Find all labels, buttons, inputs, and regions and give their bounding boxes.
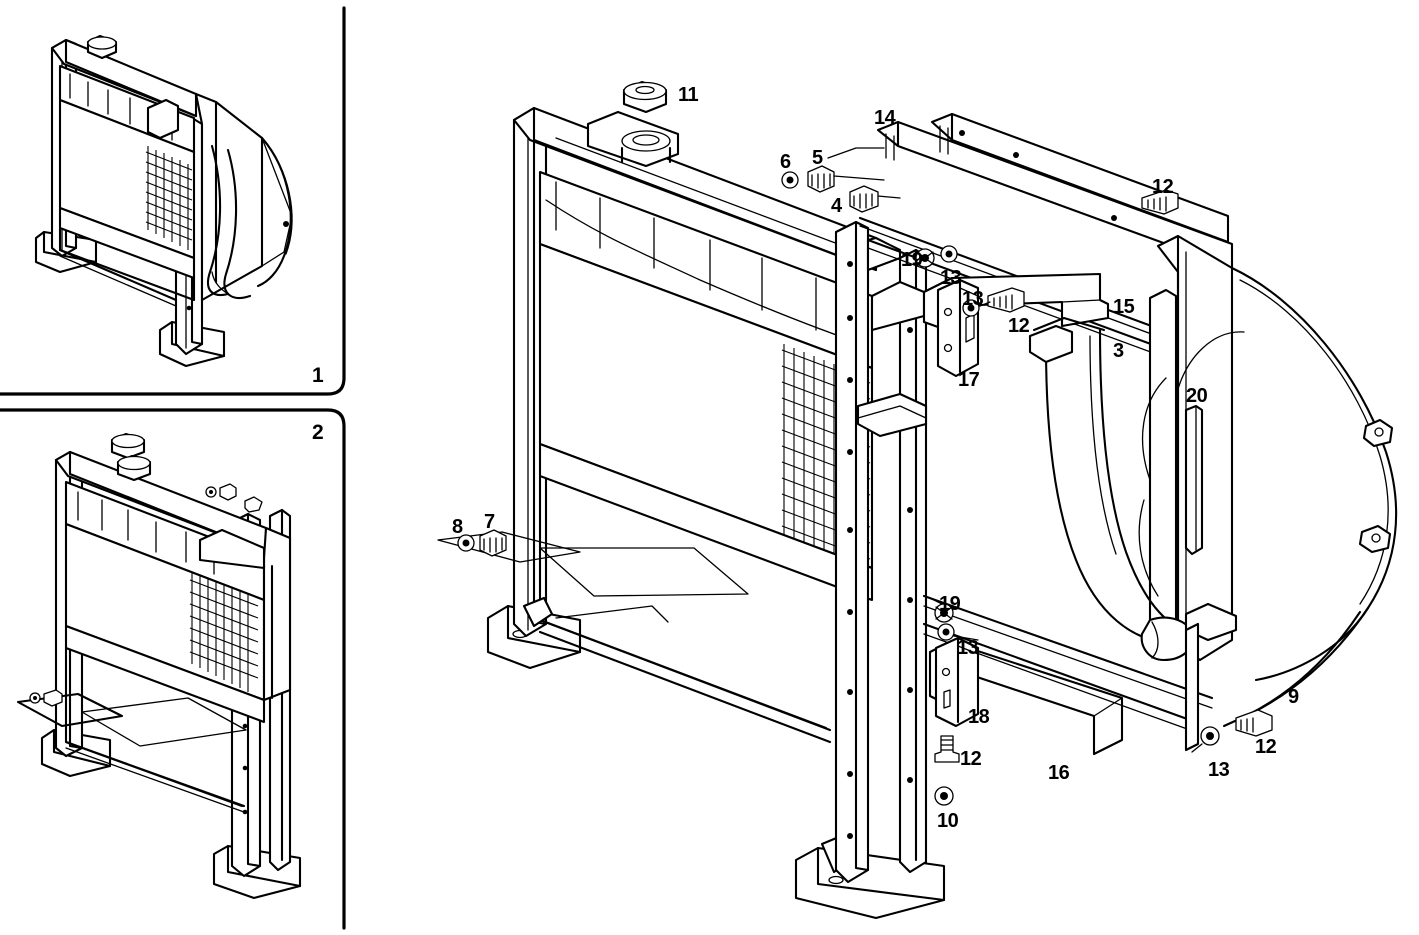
upper-support-bar xyxy=(876,120,1234,270)
screw-7 xyxy=(479,529,507,557)
callout-13-lower: 13 xyxy=(957,637,979,659)
callout-18: 18 xyxy=(968,706,990,728)
callout-8: 8 xyxy=(452,516,463,538)
callout-13-mid: 13 xyxy=(962,288,984,310)
callout-19-upper: 19 xyxy=(901,249,923,271)
callout-12-upper-right: 12 xyxy=(1152,176,1174,198)
right-post-outer xyxy=(898,248,928,874)
callout-16: 16 xyxy=(1048,762,1070,784)
callout-3: 3 xyxy=(1113,340,1124,362)
screw-4 xyxy=(849,185,879,213)
callout-12-bottom-right: 12 xyxy=(1255,736,1277,758)
callout-12-mid: 12 xyxy=(1008,315,1030,337)
callout-17: 17 xyxy=(958,369,980,391)
callout-13-upper: 13 xyxy=(940,267,962,289)
callout-15: 15 xyxy=(1113,296,1135,318)
right-post-inner xyxy=(834,220,870,884)
callout-13-bottom: 13 xyxy=(1208,759,1230,781)
lower-hose-left xyxy=(1044,344,1168,644)
bolt-12-bottom-right xyxy=(1235,709,1273,737)
callout-14: 14 xyxy=(874,107,896,129)
panel-number-2: 2 xyxy=(312,421,324,444)
callout-20: 20 xyxy=(1186,385,1208,407)
radiator-core-mesh xyxy=(781,344,871,594)
shroud-stiffener-strip xyxy=(1184,404,1204,556)
callout-7: 7 xyxy=(484,511,495,533)
callout-5: 5 xyxy=(812,147,823,169)
callout-4: 4 xyxy=(831,195,842,217)
callout-9: 9 xyxy=(1288,686,1299,708)
nut-5 xyxy=(807,165,835,193)
callout-19-lower: 19 xyxy=(939,593,961,615)
callout-10: 10 xyxy=(937,810,959,832)
callout-12-lower: 12 xyxy=(960,748,982,770)
bolt-12-lower xyxy=(934,735,960,763)
callout-6: 6 xyxy=(780,151,791,173)
panel-number-1: 1 xyxy=(312,364,324,387)
callout-11: 11 xyxy=(678,84,699,106)
